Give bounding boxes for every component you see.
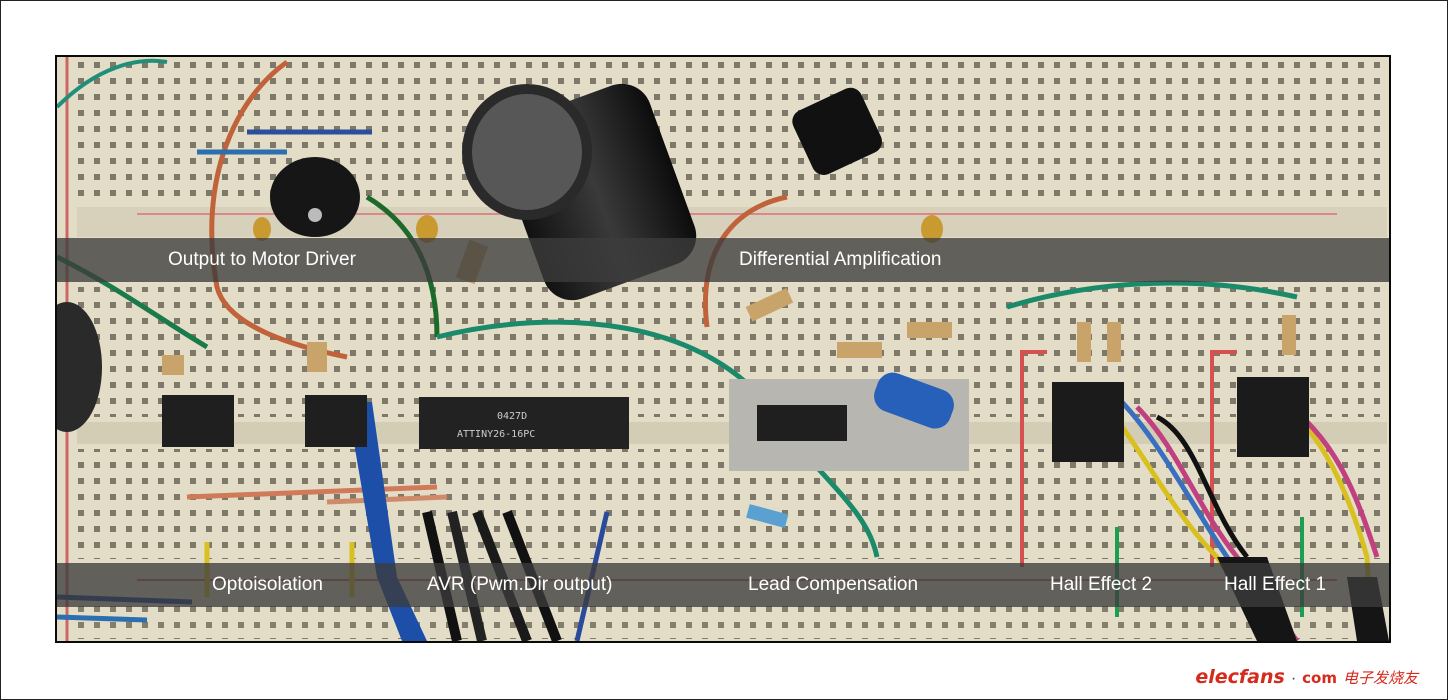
label-output-to-motor-driver: Output to Motor Driver — [168, 249, 356, 270]
watermark-brand: elecfans — [1195, 666, 1285, 688]
breadboard-illustration: 0427D ATTINY26-16PC — [57, 57, 1389, 641]
label-lead-compensation: Lead Compensation — [748, 574, 919, 595]
watermark-chinese: 电子发烧友 — [1342, 669, 1418, 687]
breadboard-photo: 0427D ATTINY26-16PC — [55, 55, 1391, 643]
label-band-top — [57, 238, 1389, 282]
watermark-com: com — [1302, 669, 1337, 687]
label-band-bottom — [57, 563, 1389, 607]
elecfans-watermark: elecfans · com 电子发烧友 — [1195, 666, 1418, 692]
avr-marking-line2: ATTINY26-16PC — [457, 429, 535, 440]
label-differential-amplification: Differential Amplification — [739, 249, 942, 270]
label-optoisolation: Optoisolation — [212, 574, 323, 595]
label-hall-effect-1: Hall Effect 1 — [1224, 574, 1327, 595]
label-avr-pwm-dir-output: AVR (Pwm.Dir output) — [427, 574, 613, 595]
label-hall-effect-2: Hall Effect 2 — [1050, 574, 1153, 595]
avr-marking-line1: 0427D — [497, 411, 527, 422]
watermark-dot: · — [1290, 670, 1297, 687]
